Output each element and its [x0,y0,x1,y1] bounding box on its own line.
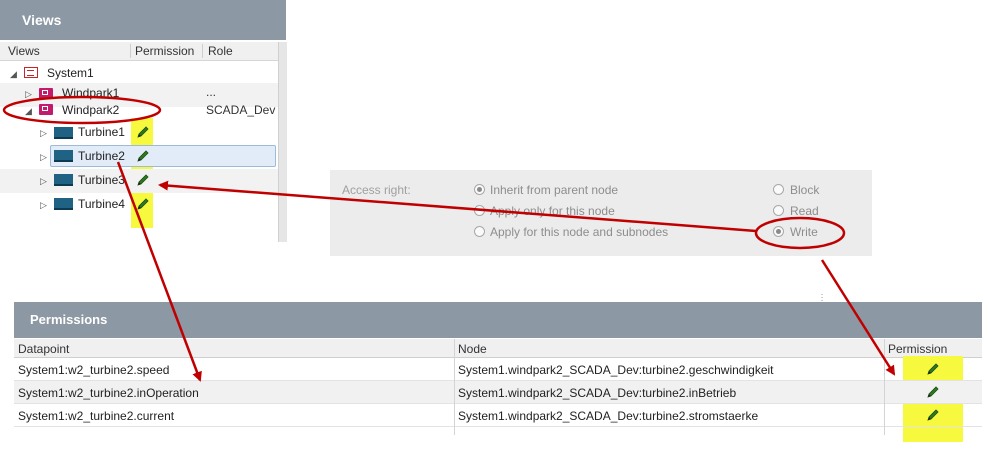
pencil-icon[interactable] [926,362,940,376]
column-permission[interactable]: Permission [888,342,948,356]
turbine-icon [54,174,73,186]
permissions-header: Permissions [14,302,982,338]
collapse-arrow-icon[interactable]: ◢ [25,106,32,116]
datapoint-cell: System1:w2_turbine2.speed [18,363,170,377]
windpark-icon [39,88,53,99]
tree-node-label: System1 [47,66,94,80]
column-node[interactable]: Node [458,342,487,356]
permissions-title: Permissions [30,312,108,327]
views-column-header: Views Permission Role [0,42,286,61]
expand-arrow-icon[interactable]: ▷ [40,200,47,210]
tree-node-label: Turbine1 [78,125,125,139]
expand-arrow-icon[interactable]: ▷ [40,128,47,138]
tree-node-label: Turbine3 [78,173,125,187]
turbine-icon [54,150,73,162]
views-title: Views [22,12,62,28]
column-datapoint[interactable]: Datapoint [18,342,70,356]
radio-label: Inherit from parent node [490,183,619,197]
column-views[interactable]: Views [8,44,40,58]
table-row[interactable]: System1:w2_turbine2.inOperation System1.… [14,381,982,404]
pencil-icon[interactable] [136,197,150,211]
column-permission[interactable]: Permission [135,44,195,58]
radio-label: Block [790,183,820,197]
table-row[interactable]: System1:w2_turbine2.speed System1.windpa… [14,358,982,381]
node-cell: System1.windpark2_SCADA_Dev:turbine2.ges… [458,363,774,377]
tree-node-role: SCADA_Dev [206,103,276,117]
radio-apply-node-and-subnodes[interactable] [474,226,485,237]
permissions-column-header: Datapoint Node Permission [14,339,982,358]
tree-node-system1[interactable]: ◢ System1 [0,62,278,86]
radio-label: Read [790,204,819,218]
tree-node-label: Turbine4 [78,197,125,211]
pencil-icon[interactable] [926,408,940,422]
table-row[interactable]: System1:w2_turbine2.current System1.wind… [14,404,982,427]
pencil-icon[interactable] [926,385,940,399]
system-icon [24,67,38,78]
tree-node-turbine4[interactable]: ▷ Turbine4 [0,193,278,217]
views-scrollbar[interactable] [278,42,287,242]
tree-node-label: Turbine2 [78,149,125,163]
expand-arrow-icon[interactable]: ▷ [40,152,47,162]
radio-label: Apply for this node and subnodes [490,225,669,239]
views-header: Views [0,0,286,40]
radio-apply-only-this-node[interactable] [474,205,485,216]
datapoint-cell: System1:w2_turbine2.inOperation [18,386,199,400]
pencil-icon[interactable] [136,173,150,187]
access-right-label: Access right: [342,183,411,197]
collapse-arrow-icon[interactable]: ◢ [10,69,17,79]
turbine-icon [54,127,73,139]
tree-node-label: Windpark2 [62,103,120,117]
node-cell: System1.windpark2_SCADA_Dev:turbine2.inB… [458,386,737,400]
tree-node-turbine2[interactable]: ▷ Turbine2 [0,145,278,169]
pencil-icon[interactable] [136,125,150,139]
turbine-icon [54,198,73,210]
expand-arrow-icon[interactable]: ▷ [25,89,32,99]
pencil-icon[interactable] [136,149,150,163]
tree-node-label: Windpark1 [62,86,120,100]
tree-node-turbine1[interactable]: ▷ Turbine1 [0,121,278,145]
column-role[interactable]: Role [208,44,233,58]
radio-block[interactable] [773,184,784,195]
radio-read[interactable] [773,205,784,216]
radio-write[interactable] [773,226,784,237]
radio-label: Write [790,225,818,239]
radio-inherit-from-parent[interactable] [474,184,485,195]
radio-label: Apply only for this node [490,204,615,218]
node-cell: System1.windpark2_SCADA_Dev:turbine2.str… [458,409,759,423]
datapoint-cell: System1:w2_turbine2.current [18,409,175,423]
tree-node-permission: ... [206,85,217,99]
expand-arrow-icon[interactable]: ▷ [40,176,47,186]
windpark-icon [39,104,53,115]
